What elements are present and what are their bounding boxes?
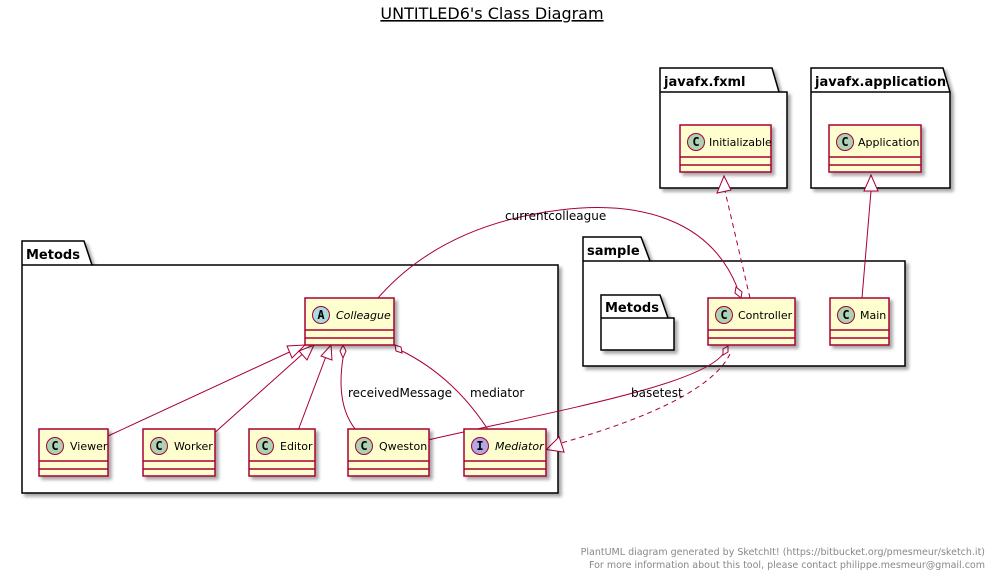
class-name: Qweston <box>379 440 427 453</box>
edge-label-currentcolleague: currentcolleague <box>505 209 606 223</box>
class-main[interactable]: C Main <box>829 297 890 346</box>
edge-label-basetest: basetest <box>631 386 683 400</box>
class-name: Initializable <box>709 136 772 149</box>
inheritance-arrowhead <box>863 173 879 192</box>
package-label: Metods <box>26 248 80 263</box>
class-controller[interactable]: C Controller <box>707 297 796 346</box>
aggregation-edge-currentcolleague <box>377 207 738 299</box>
inheritance-edge-editor <box>295 350 329 437</box>
class-name: Controller <box>738 309 793 322</box>
edge-label-receivedmessage: receivedMessage <box>348 386 452 400</box>
glyph-letter: C <box>360 439 367 453</box>
aggregation-diamond <box>339 343 347 360</box>
aggregation-diamond <box>734 286 743 299</box>
inheritance-edge-main <box>861 190 872 299</box>
edge-markers <box>286 173 879 453</box>
class-initializable[interactable]: C Initializable <box>679 124 772 173</box>
glyph-letter: C <box>51 439 58 453</box>
glyph-letter: C <box>261 439 268 453</box>
class-glyph-icon <box>836 133 854 151</box>
package-label: sample <box>587 244 640 259</box>
class-name: Colleague <box>336 309 391 322</box>
class-glyph-icon <box>46 437 64 455</box>
package-metods-inner: Metods <box>600 294 675 351</box>
class-application[interactable]: C Application <box>828 124 922 173</box>
package-label: javafx.application <box>814 75 946 90</box>
class-name: Mediator <box>495 440 545 453</box>
interface-glyph-icon <box>471 437 489 455</box>
class-colleague[interactable]: A Colleague <box>304 297 395 346</box>
realization-edge-mediator <box>557 353 731 445</box>
class-name: Main <box>860 309 886 322</box>
package-label: Metods <box>605 301 659 316</box>
class-name: Viewer <box>70 440 108 453</box>
glyph-letter: C <box>842 308 849 322</box>
glyph-letter: C <box>692 135 699 149</box>
class-name: Worker <box>174 440 213 453</box>
aggregation-diamond <box>722 345 729 356</box>
class-name: Application <box>858 136 919 149</box>
realization-edge-initializable <box>724 190 751 299</box>
footer-line-1: PlantUML diagram generated by SketchIt! … <box>581 547 985 558</box>
class-glyph-icon <box>355 437 373 455</box>
class-qweston[interactable]: C Qweston <box>347 428 430 477</box>
inheritance-arrowhead <box>298 344 315 361</box>
class-glyph-icon <box>256 437 274 455</box>
glyph-letter: I <box>476 439 483 453</box>
realization-arrowhead <box>716 174 732 194</box>
inheritance-arrowhead <box>320 343 333 361</box>
class-glyph-icon <box>687 133 705 151</box>
aggregation-edge-mediator <box>401 350 493 437</box>
class-glyph-icon <box>715 306 733 324</box>
glyph-letter: C <box>841 135 848 149</box>
class-glyph-icon <box>837 306 855 324</box>
class-name: Editor <box>280 440 313 453</box>
class-viewer[interactable]: C Viewer <box>38 428 109 477</box>
class-mediator[interactable]: I Mediator <box>463 428 547 477</box>
footer-line-2: For more information about this tool, pl… <box>589 560 985 571</box>
diagram-title: UNTITLED6's Class Diagram <box>380 4 603 23</box>
glyph-letter: C <box>720 308 727 322</box>
class-worker[interactable]: C Worker <box>142 428 216 477</box>
package-label: javafx.fxml <box>663 75 746 90</box>
glyph-letter: A <box>317 308 325 322</box>
inheritance-edge-viewer <box>107 348 297 437</box>
class-glyph-icon <box>150 437 168 455</box>
glyph-letter: C <box>155 439 162 453</box>
inheritance-arrowhead <box>286 344 307 359</box>
realization-arrowhead <box>545 435 565 453</box>
class-editor[interactable]: C Editor <box>248 428 316 477</box>
aggregation-diamond <box>394 344 403 354</box>
abstract-glyph-icon <box>312 306 330 324</box>
inheritance-edge-worker <box>210 349 308 437</box>
edge-label-mediator: mediator <box>470 386 524 400</box>
